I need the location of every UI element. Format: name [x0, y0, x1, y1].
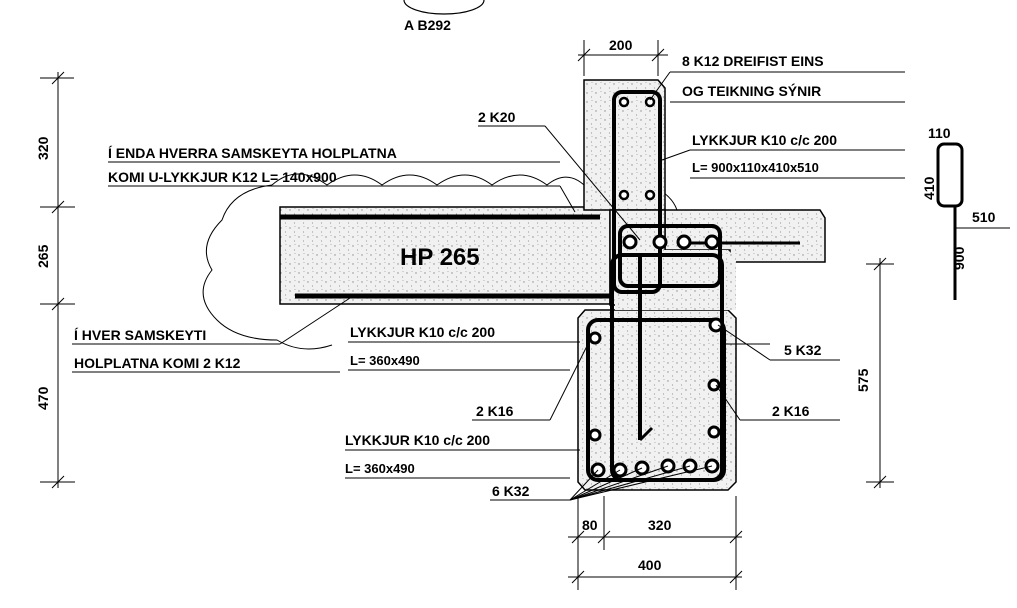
dim-top-200	[577, 40, 668, 76]
u-loop-hook	[638, 426, 654, 442]
lower-beam	[577, 309, 737, 491]
upstand-wall	[583, 79, 666, 211]
rebar-k32-top	[622, 234, 724, 333]
callout-enda-line1: Í ENDA HVERRA SAMSKEYTA HOLPLATNA	[108, 145, 397, 161]
dim-left-320: 320	[35, 136, 51, 160]
callout-2k16-left: 2 K16	[476, 403, 514, 419]
dim-bottom-80: 80	[582, 517, 598, 533]
callout-lykkjur-bot-line2: L= 360x490	[345, 461, 415, 476]
callout-enda-line2: KOMI U-LYKKJUR K12 L= 140x900	[108, 169, 337, 185]
stirrup-dim-510: 510	[972, 209, 996, 225]
rebar-k12-wall	[618, 96, 656, 201]
rebar-k16-sides	[588, 331, 721, 442]
section-label: A B292	[404, 17, 451, 33]
lower-stirrup-inner	[610, 253, 724, 482]
callout-lykkjur-top-line2: L= 900x110x410x510	[692, 160, 819, 175]
callout-lykkjur-bot-line1: LYKKJUR K10 c/c 200	[345, 432, 490, 448]
callout-lykkjur-mid-line1: LYKKJUR K10 c/c 200	[350, 324, 495, 340]
dim-bottom-400: 400	[638, 557, 662, 573]
section-marker: A B292	[403, 0, 485, 33]
dim-bottom	[568, 496, 743, 590]
callout-leaders	[72, 71, 905, 501]
dim-bottom-320: 320	[648, 517, 672, 533]
callout-8k12-line1: 8 K12 DREIFIST EINS	[682, 53, 824, 69]
callout-samskeyti-line2: HOLPLATNA KOMI 2 K12	[74, 355, 241, 371]
hp-slab-label: HP 265	[400, 244, 480, 271]
callout-samskeyti-line1: Í HVER SAMSKEYTI	[74, 327, 206, 343]
stirrup-dim-900: 900	[951, 246, 967, 270]
callout-2k16-right: 2 K16	[772, 403, 810, 419]
beam-upper-fill	[615, 250, 736, 310]
callout-2k20: 2 K20	[478, 109, 516, 125]
dim-right-575-label: 575	[855, 368, 871, 392]
dim-left-265: 265	[35, 244, 51, 268]
stirrup-dim-110: 110	[928, 125, 951, 141]
hollow-core-slab	[279, 206, 611, 305]
stirrup-detail	[936, 142, 1010, 300]
dim-200-label: 200	[609, 37, 633, 53]
dim-left-470: 470	[35, 386, 51, 410]
callout-lykkjur-mid-line2: L= 360x490	[350, 353, 420, 368]
wall-stirrup	[612, 90, 662, 294]
dim-right-575	[866, 257, 894, 489]
callout-6k32: 6 K32	[492, 483, 530, 499]
callout-5k32: 5 K32	[784, 342, 822, 358]
dim-left-chain	[40, 71, 75, 489]
callout-8k12-line2: OG TEIKNING SÝNIR	[682, 82, 821, 99]
stirrup-dim-410: 410	[921, 176, 937, 200]
callout-lykkjur-top-line1: LYKKJUR K10 c/c 200	[692, 132, 837, 148]
